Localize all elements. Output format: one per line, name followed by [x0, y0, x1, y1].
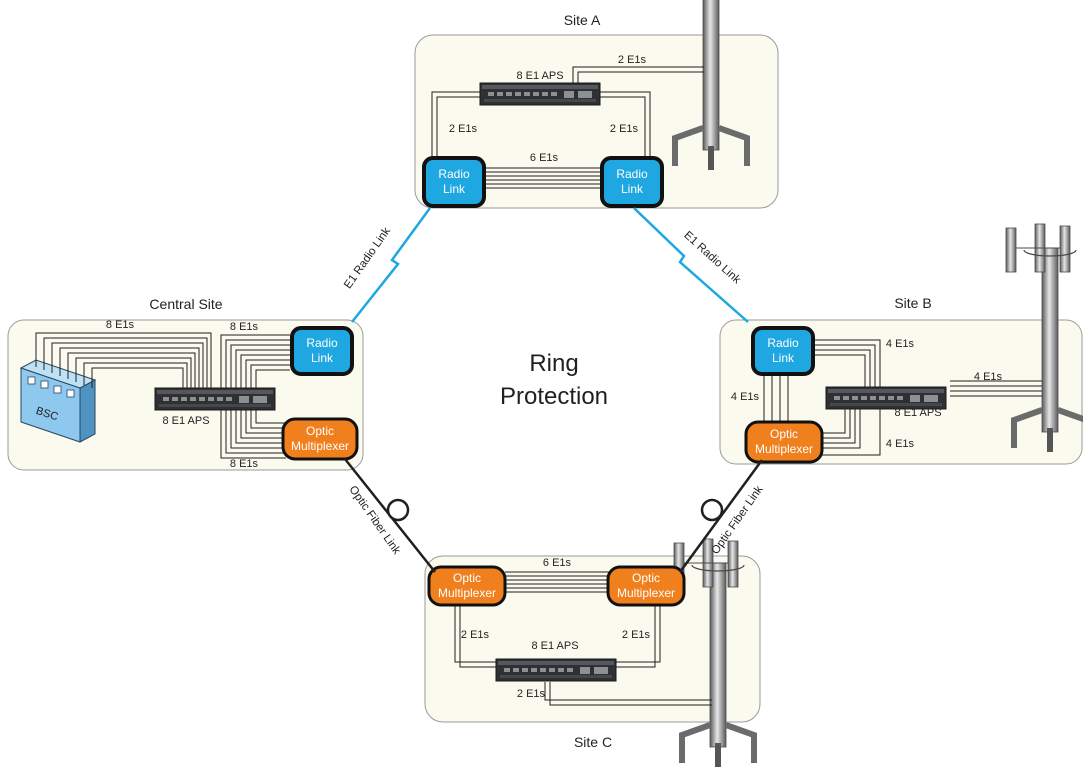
central-to-radio-label: 8 E1s [230, 321, 259, 333]
central-radio-line1: Radio [306, 336, 338, 350]
site-a-radio-link-left: Radio Link [422, 156, 486, 208]
site-c-title: Site C [574, 734, 612, 750]
site-b-optic-line2: Multiplexer [755, 442, 813, 456]
site-a-aps-label: 8 E1 APS [516, 70, 563, 82]
site-a-aps-device [479, 82, 601, 106]
site-b-aps-label: 8 E1 APS [894, 407, 941, 419]
site-c-right-label: 2 E1s [622, 629, 651, 641]
left-radio-link: E1 Radio Link [342, 207, 432, 323]
site-c: Site C 6 E1s 2 E1s 2 E1s 8 E1 APS 2 E1s … [424, 539, 761, 767]
site-b: Site B 4 E1s 4 E1s 8 E1 APS 4 E1s 4 E1s [719, 224, 1083, 465]
site-a-right-label: 2 E1s [610, 123, 639, 135]
site-c-optic-right-line1: Optic [632, 571, 660, 585]
central-aps-label: 8 E1 APS [162, 415, 209, 427]
central-aps-device [154, 387, 276, 411]
site-c-optic-right-line2: Multiplexer [617, 586, 675, 600]
site-b-tower-link-label: 4 E1s [974, 371, 1003, 383]
site-b-title: Site B [894, 295, 931, 311]
central-to-optic-label: 8 E1s [230, 458, 259, 470]
central-optic-line2: Multiplexer [291, 439, 349, 453]
site-b-aps-device [825, 386, 947, 410]
site-c-aps-label: 8 E1 APS [531, 640, 578, 652]
site-c-between-label: 6 E1s [543, 557, 572, 569]
site-a-radio-left-line1: Radio [438, 167, 470, 181]
site-a-wiring [431, 66, 704, 189]
site-a-radio-link-right: Radio Link [600, 156, 664, 208]
right-radio-link-label: E1 Radio Link [681, 229, 742, 286]
site-b-radio-link: Radio Link [751, 326, 815, 376]
site-b-radio-line2: Link [772, 351, 795, 365]
site-c-left-label: 2 E1s [461, 629, 490, 641]
site-b-optic-multiplexer: Optic Multiplexer [744, 420, 824, 464]
site-c-optic-left-line2: Multiplexer [438, 586, 496, 600]
right-fiber-link: Optic Fiber Link [678, 459, 766, 573]
site-a-tower-link-label: 2 E1s [618, 54, 647, 66]
central-optic-line1: Optic [306, 424, 334, 438]
left-radio-beam [351, 207, 432, 323]
site-c-optic-left-line1: Optic [453, 571, 481, 585]
ring-protection-label: Ring Protection [500, 350, 608, 410]
central-radio-link: Radio Link [290, 326, 354, 376]
central-wiring [35, 332, 290, 459]
site-c-optic-multiplexer-left: Optic Multiplexer [427, 565, 507, 607]
site-a-panel [414, 34, 779, 209]
center-label-line2: Protection [500, 383, 608, 410]
central-site-title: Central Site [149, 296, 222, 312]
site-b-optic-to-aps-label: 4 E1s [886, 438, 915, 450]
site-a-radio-left-line2: Link [443, 182, 466, 196]
site-b-optic-line1: Optic [770, 427, 798, 441]
center-label-line1: Ring [529, 350, 578, 377]
right-radio-beam [633, 207, 749, 323]
site-b-radio-line1: Radio [767, 336, 799, 350]
site-c-aps-device [495, 658, 617, 682]
central-optic-multiplexer: Optic Multiplexer [281, 417, 359, 461]
site-c-tower-link-label: 2 E1s [517, 688, 546, 700]
right-fiber-loop-icon [700, 498, 724, 522]
site-a-radio-right-line1: Radio [616, 167, 648, 181]
site-c-optic-multiplexer-right: Optic Multiplexer [606, 565, 686, 607]
site-b-wiring [763, 339, 1042, 456]
site-a-left-label: 2 E1s [449, 123, 478, 135]
central-bsc-link-label: 8 E1s [106, 319, 135, 331]
site-c-wiring [454, 571, 712, 706]
site-a-between-label: 6 E1s [530, 152, 559, 164]
central-radio-line2: Link [311, 351, 334, 365]
site-a-title: Site A [564, 12, 601, 28]
right-radio-link: E1 Radio Link [633, 207, 749, 323]
left-fiber-loop-icon [386, 498, 410, 522]
site-b-vertical-label: 4 E1s [731, 391, 760, 403]
site-a-radio-right-line2: Link [621, 182, 644, 196]
central-site: Central Site BSC [7, 296, 364, 471]
site-b-radio-to-aps-label: 4 E1s [886, 338, 915, 350]
left-fiber-link: Optic Fiber Link [344, 458, 436, 573]
site-a: Site A 8 E1 APS 2 E1s 2 E1s 2 E1s 6 E1s … [414, 0, 779, 209]
